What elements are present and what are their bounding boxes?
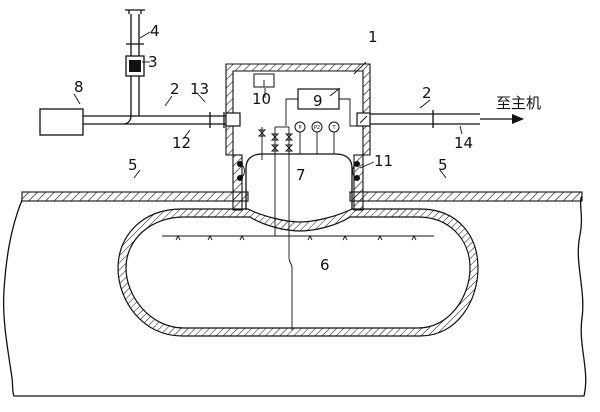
pipe-left — [82, 112, 240, 128]
gauge-t-text: T — [331, 125, 336, 131]
label-2-right: 2 — [422, 84, 432, 102]
manway-walls — [232, 154, 364, 211]
outlet-arrow-label: 至主机 — [496, 94, 541, 112]
label-2-left: 2 — [170, 80, 180, 98]
fitting-right — [352, 161, 360, 181]
label-6: 6 — [320, 256, 330, 274]
label-13: 13 — [190, 80, 209, 98]
label-10: 10 — [252, 90, 271, 108]
leader-lines — [73, 31, 463, 179]
ground-surface-left — [21, 191, 249, 202]
label-7: 7 — [296, 166, 306, 184]
label-12: 12 — [172, 134, 191, 152]
ground-body-outline — [2, 195, 587, 397]
manway-chamber — [245, 153, 353, 210]
component-8-box — [39, 108, 84, 136]
cover-box — [225, 63, 371, 156]
label-1: 1 — [368, 28, 378, 46]
tank-shell — [117, 208, 479, 337]
dip-tube — [288, 236, 293, 330]
outlet-arrow — [480, 114, 524, 124]
ground-surface-right — [349, 191, 583, 202]
label-5-left: 5 — [128, 156, 138, 174]
label-8: 8 — [74, 78, 84, 96]
gauge-p2-text: P2 — [314, 125, 320, 131]
label-9: 9 — [313, 92, 323, 110]
connector-left — [225, 112, 241, 127]
fitting-left — [237, 161, 245, 181]
riser-elbow — [123, 115, 132, 125]
label-3: 3 — [148, 53, 158, 71]
gauge-p-text: P — [298, 125, 301, 131]
spray-nozzles — [175, 235, 417, 241]
label-5-right: 5 — [438, 156, 448, 174]
label-11: 11 — [374, 152, 393, 170]
gauge-group: P P2 T — [294, 121, 340, 154]
label-14: 14 — [454, 134, 473, 152]
label-4: 4 — [150, 22, 160, 40]
pipe-right — [368, 110, 480, 128]
valve-column — [257, 126, 294, 236]
